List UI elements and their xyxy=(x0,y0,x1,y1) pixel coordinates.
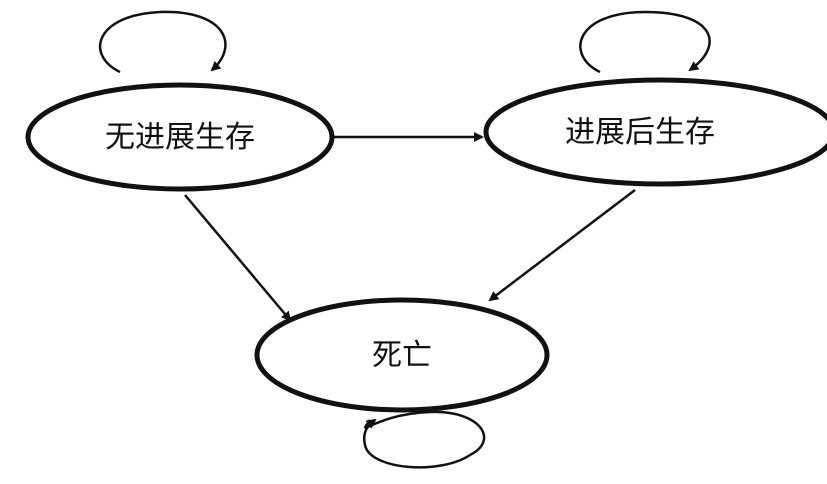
arrow-progressed-to-death xyxy=(488,189,636,302)
state-progressed: 进展后生存 xyxy=(483,77,827,187)
self-loop-progressed xyxy=(579,10,711,74)
state-label: 死亡 xyxy=(372,338,432,373)
self-loop-progression-free xyxy=(98,10,227,74)
state-label: 无进展生存 xyxy=(105,120,255,155)
state-label: 进展后生存 xyxy=(565,115,715,150)
self-loop-death-arrow xyxy=(363,418,471,469)
state-death: 死亡 xyxy=(254,297,550,413)
arrow-pfs-to-death xyxy=(184,194,292,322)
state-progression-free: 无进展生存 xyxy=(25,82,335,192)
self-loop-death xyxy=(364,410,486,457)
